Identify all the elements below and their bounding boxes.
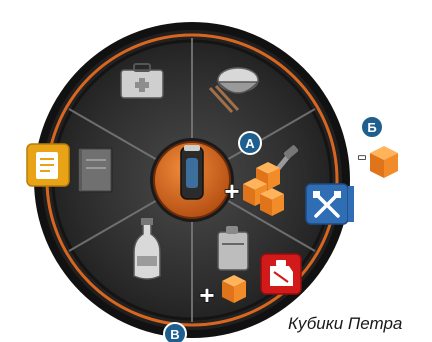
marker-b-label: Б <box>367 120 376 135</box>
marker-a-label: A <box>245 136 255 151</box>
notes-card[interactable] <box>27 144 69 186</box>
resource-cube <box>222 275 246 303</box>
cube-stack-b <box>370 146 398 178</box>
flashlight-icon <box>181 145 203 199</box>
marker-c-label: В <box>170 327 179 342</box>
cube-stack-c <box>222 275 246 303</box>
notes-card-icon <box>36 152 58 179</box>
resource-cube <box>370 146 398 178</box>
plus-sign-c: + <box>199 280 214 310</box>
canister-icon <box>218 226 248 270</box>
fuel-card[interactable] <box>261 254 301 294</box>
plus-sign-a: + <box>224 176 239 206</box>
marker-a[interactable]: A <box>239 132 261 154</box>
wheel-segment-canister[interactable] <box>218 226 248 270</box>
book-icon <box>78 148 112 192</box>
tools-card[interactable] <box>306 184 354 224</box>
wheel-segment-book[interactable] <box>78 148 112 192</box>
marker-b[interactable]: Б <box>361 116 383 138</box>
resource-cube <box>260 188 284 216</box>
caption-text: Кубики Петра <box>288 314 402 334</box>
wheel-center-slot[interactable] <box>150 138 234 222</box>
minus-sign-b: - <box>358 143 366 170</box>
marker-c[interactable]: В <box>164 323 186 342</box>
